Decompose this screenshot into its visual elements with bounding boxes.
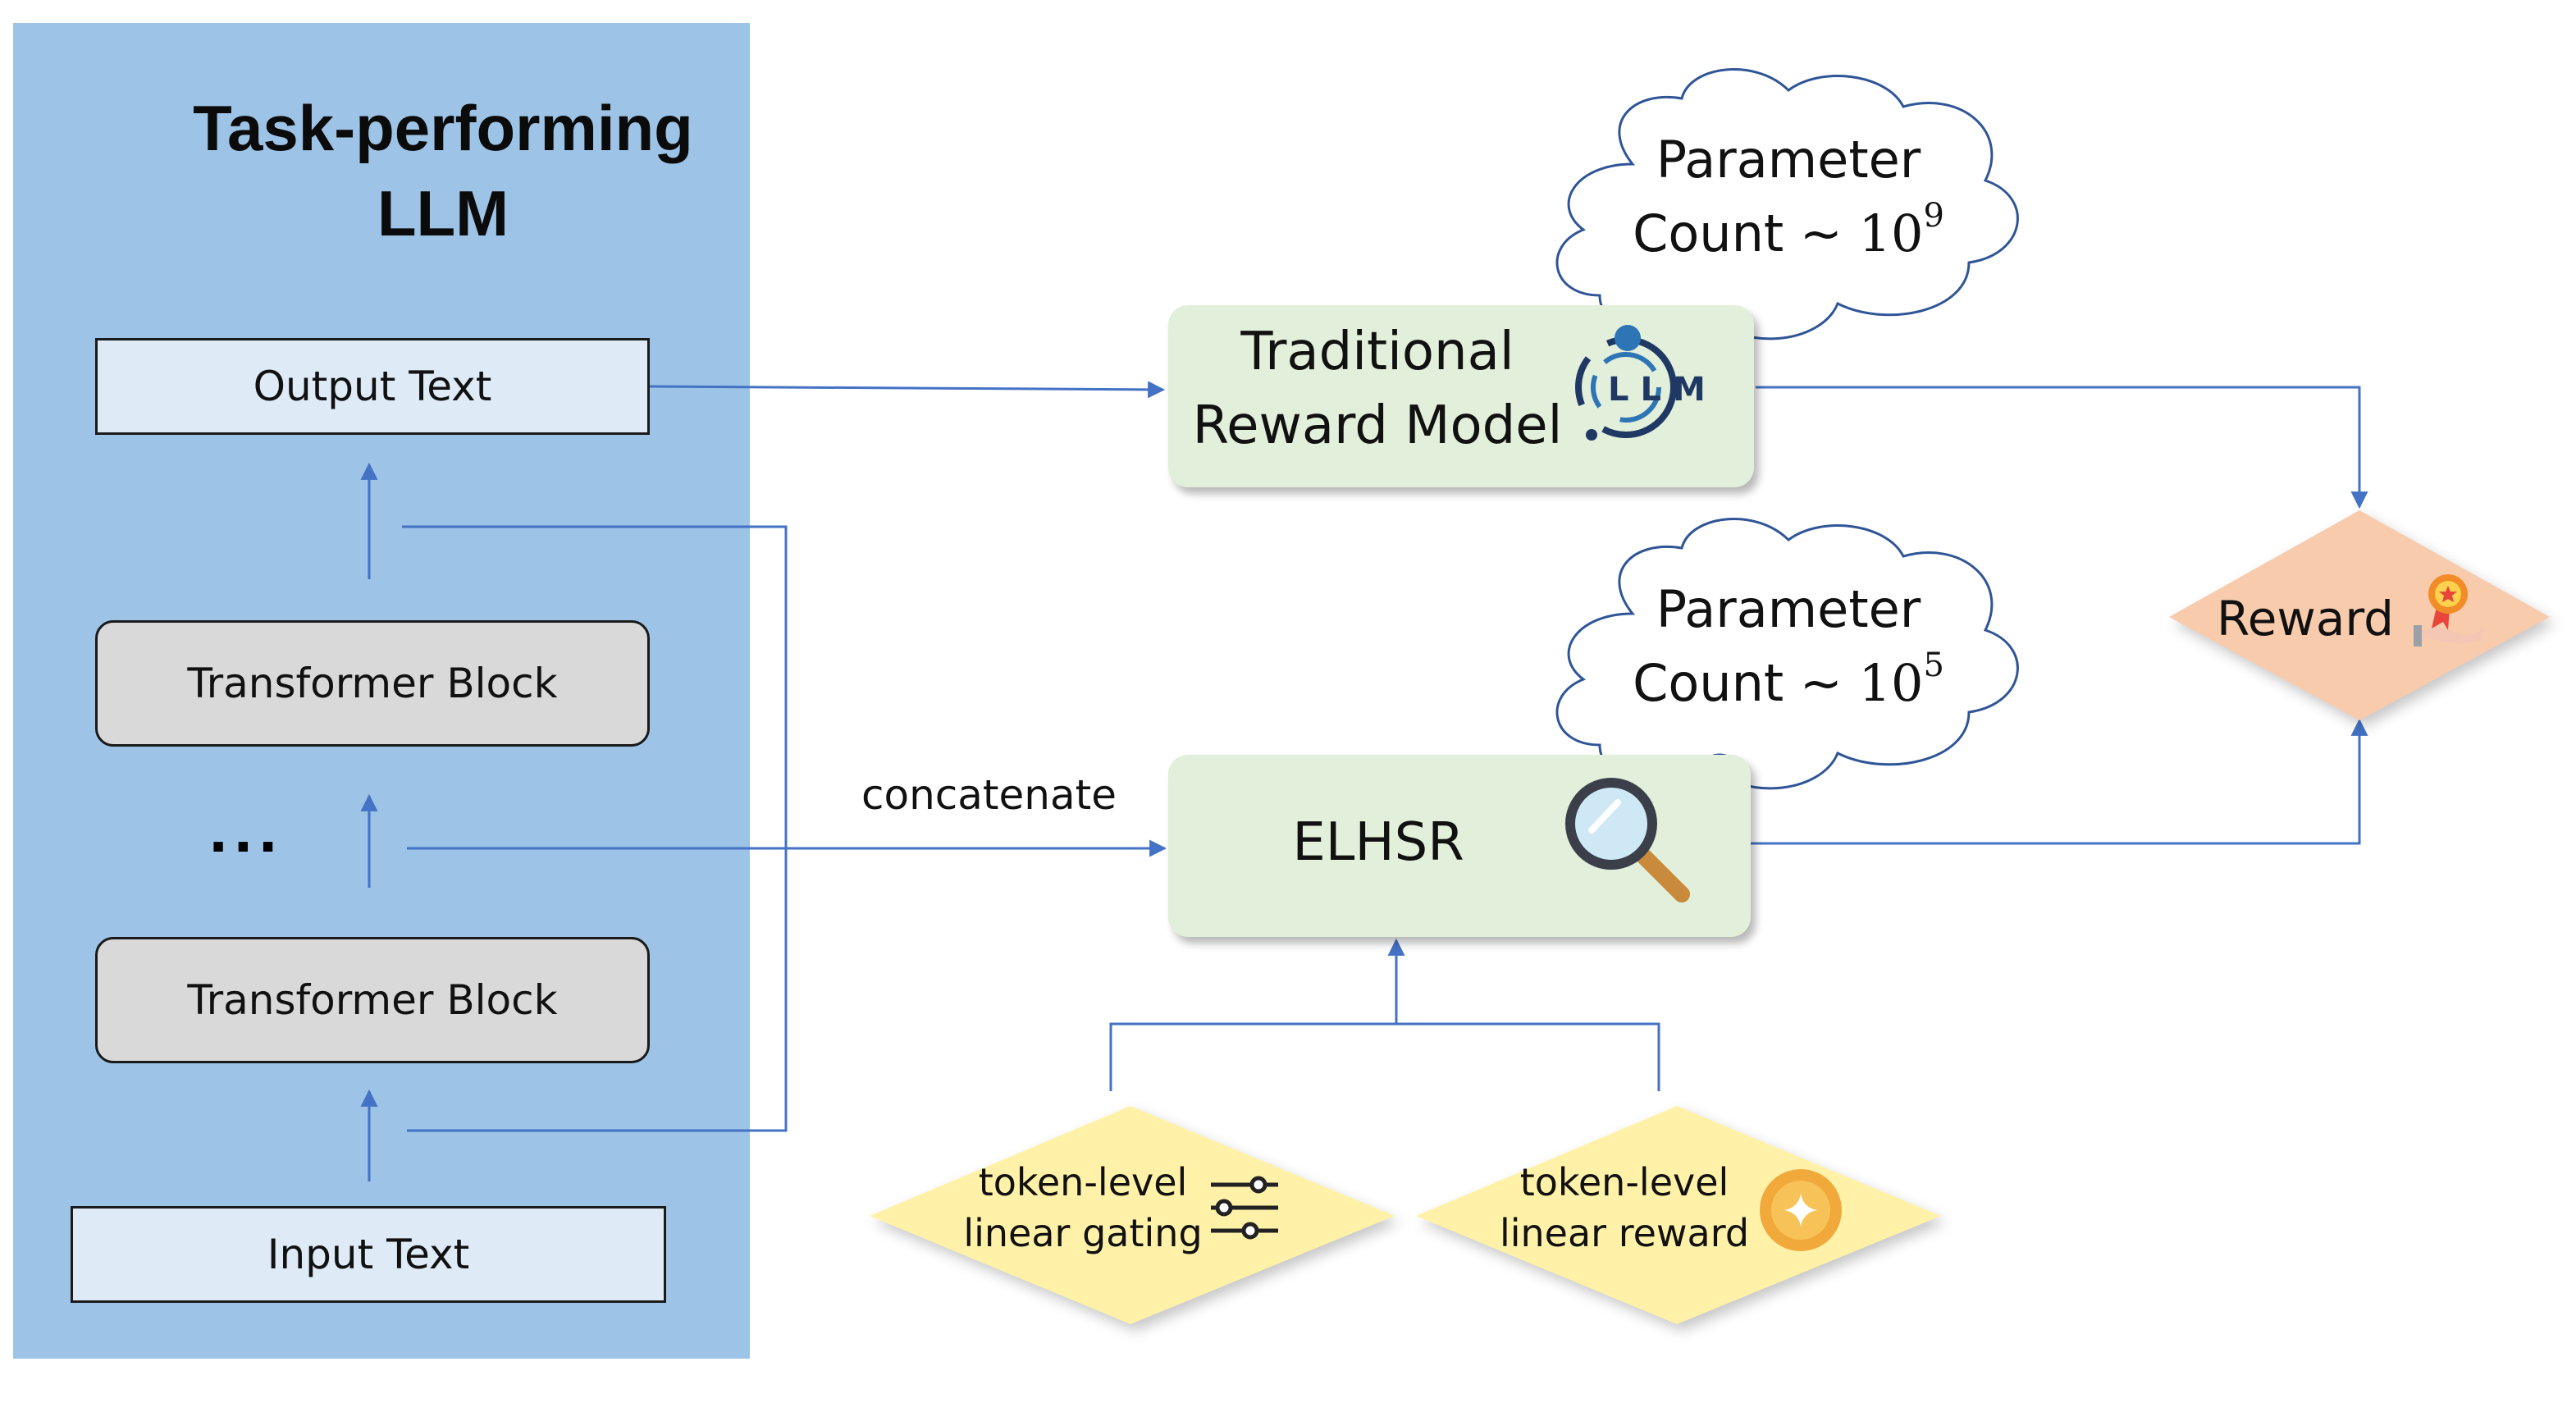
- linear-reward-line1: token-level: [1519, 1160, 1729, 1204]
- output-text-box: Output Text: [95, 338, 650, 435]
- magnifier-icon: [1559, 771, 1698, 911]
- gating-diamond: [870, 1106, 1395, 1324]
- llm-logo-icon: LLM: [1559, 322, 1723, 453]
- traditional-rm-line1: Traditional: [1240, 322, 1514, 382]
- cloud-top-text: Parameter Count ~ 109: [1608, 123, 1969, 271]
- traditional-rm-label: Traditional Reward Model: [1185, 315, 1570, 463]
- llm-panel-title: Task-performing LLM: [156, 85, 730, 256]
- cloud-bottom-exponent: 5: [1923, 647, 1944, 684]
- cloud-bottom-prefix: Count ~: [1633, 653, 1859, 713]
- arrow-output-to-trm: [649, 381, 1166, 399]
- arrow-trm-to-reward: [1756, 386, 2368, 509]
- reward-diamond: [2169, 510, 2550, 720]
- cloud-bottom-text: Parameter Count ~ 105: [1608, 573, 1969, 720]
- cloud-bottom-line2: Count ~ 105: [1608, 647, 1969, 720]
- linear-reward-line2: linear reward: [1499, 1211, 1750, 1255]
- gating-line2: linear gating: [963, 1211, 1203, 1255]
- cloud-top-line1: Parameter: [1656, 130, 1921, 190]
- sliders-icon: [1208, 1175, 1281, 1241]
- cloud-top-prefix: Count ~: [1633, 203, 1859, 263]
- elhsr-label: ELHSR: [1292, 812, 1464, 873]
- llm-title-line2: LLM: [377, 177, 509, 249]
- cloud-top-exponent: 9: [1923, 197, 1944, 235]
- transformer-block-bottom: Transformer Block: [95, 937, 650, 1063]
- llm-title-line1: Task-performing: [193, 92, 693, 164]
- cloud-bottom-base: 10: [1858, 653, 1924, 713]
- token-bracket: [1109, 1022, 1660, 1091]
- elhsr-box: [1168, 755, 1751, 937]
- reward-label: Reward: [2217, 591, 2394, 647]
- traditional-rm-line2: Reward Model: [1192, 395, 1563, 456]
- linear-reward-label: token-level linear reward: [1485, 1157, 1764, 1259]
- input-text-box: Input Text: [71, 1206, 666, 1303]
- concatenate-label: concatenate: [861, 771, 1117, 819]
- cloud-top-base: 10: [1858, 203, 1924, 263]
- arrow-elhsr-to-reward: [1751, 718, 2368, 845]
- gating-label: token-level linear gating: [943, 1157, 1222, 1259]
- gating-line1: token-level: [978, 1160, 1188, 1204]
- cloud-bottom-line1: Parameter: [1656, 579, 1921, 639]
- llm-logo-text: LLM: [1608, 371, 1717, 409]
- transformer-block-top: Transformer Block: [95, 620, 650, 747]
- hidden-state-tap-line: [402, 525, 788, 1132]
- cloud-top-line2: Count ~ 109: [1608, 197, 1969, 271]
- coin-icon: [1756, 1165, 1846, 1255]
- ellipsis: ...: [209, 793, 284, 866]
- award-icon: [2412, 566, 2486, 648]
- linear-reward-diamond: [1416, 1106, 1941, 1324]
